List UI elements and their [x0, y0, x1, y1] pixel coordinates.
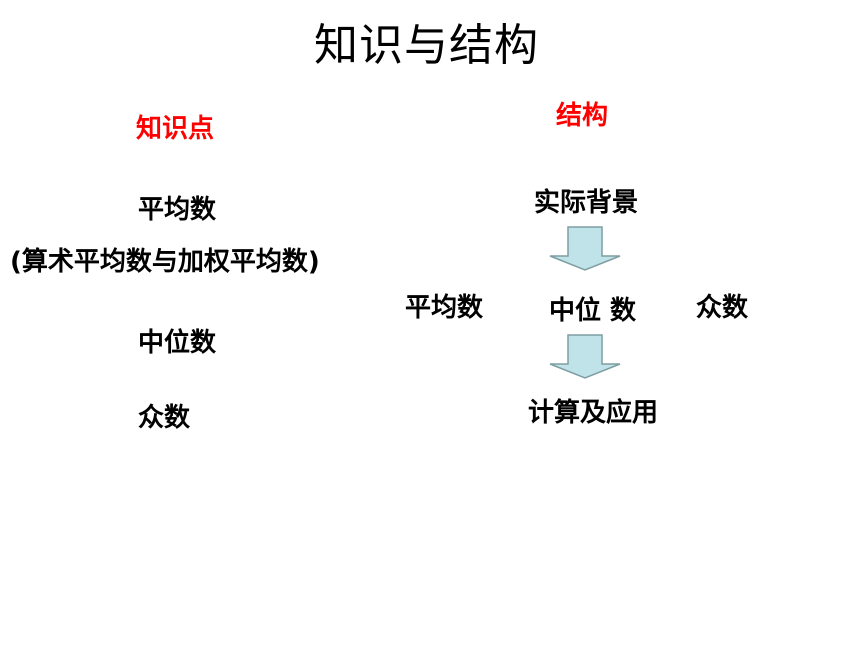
knowledge-item-mode: 众数 [138, 403, 191, 433]
knowledge-item-median: 中位数 [138, 328, 217, 358]
structure-mean: 平均数 [405, 293, 484, 323]
structure-mode: 众数 [696, 293, 749, 323]
structure-application: 计算及应用 [528, 398, 659, 428]
slide-title: 知识与结构 [314, 20, 539, 71]
structure-heading: 结构 [556, 101, 609, 131]
knowledge-heading: 知识点 [136, 114, 215, 144]
knowledge-item-mean-note: (算术平均数与加权平均数) [10, 247, 320, 277]
structure-median: 中位 数 [549, 296, 637, 326]
down-arrow-icon [549, 334, 621, 379]
down-arrow-icon [549, 226, 621, 271]
structure-background: 实际背景 [534, 188, 639, 218]
knowledge-item-mean: 平均数 [138, 195, 217, 225]
